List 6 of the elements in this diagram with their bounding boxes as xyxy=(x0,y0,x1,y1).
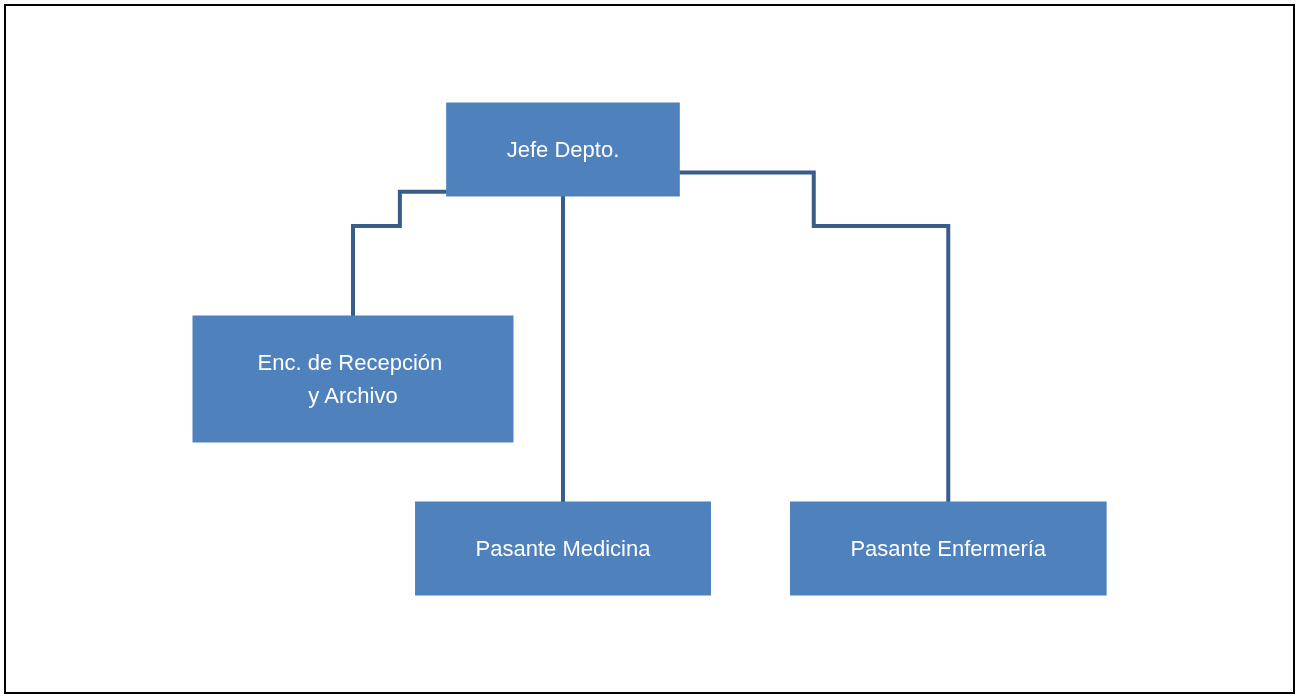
node-box: Jefe Depto. xyxy=(446,102,680,197)
node-box: Pasante Medicina xyxy=(415,501,711,596)
node-box: Pasante Enfermería xyxy=(789,501,1107,596)
connector xyxy=(350,189,447,318)
connector xyxy=(679,170,951,504)
node-box: Enc. de Recepción y Archivo xyxy=(192,315,514,443)
